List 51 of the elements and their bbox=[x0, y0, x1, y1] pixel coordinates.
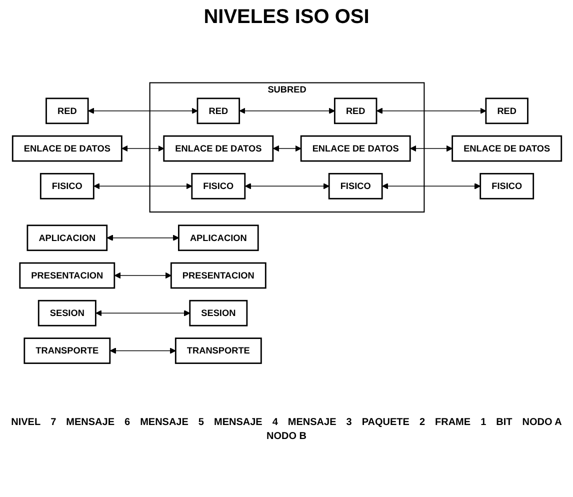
node-box: RED bbox=[484, 98, 528, 124]
node-box: APLICACION bbox=[178, 224, 258, 252]
node-box: RED bbox=[45, 98, 88, 124]
arrow bbox=[376, 108, 486, 114]
arrow bbox=[93, 183, 192, 190]
data-unit-label: MENSAJE bbox=[214, 417, 262, 428]
node-box: ENLACE DE DATOS bbox=[162, 135, 274, 162]
arrow bbox=[382, 183, 480, 190]
level-number: 5 bbox=[198, 417, 204, 428]
level-number: 2 bbox=[419, 417, 425, 428]
data-unit-label: MENSAJE bbox=[66, 417, 114, 428]
node-box: FISICO bbox=[479, 172, 534, 200]
node-box: TRANSPORTE bbox=[174, 338, 262, 364]
arrow bbox=[244, 183, 329, 190]
node-box: APLICACION bbox=[26, 224, 108, 252]
arrow bbox=[109, 348, 176, 354]
node-box: ENLACE DE DATOS bbox=[11, 135, 122, 162]
node-box: FISICO bbox=[39, 172, 94, 200]
data-unit-label: BIT bbox=[496, 417, 512, 428]
level-number: 7 bbox=[50, 417, 56, 428]
node-box: PRESENTACION bbox=[18, 262, 115, 289]
node-label: NODO B bbox=[266, 431, 306, 442]
node-box: ENLACE DE DATOS bbox=[300, 135, 410, 162]
level-heading: NIVEL bbox=[11, 417, 41, 428]
arrow bbox=[106, 234, 178, 241]
arrow bbox=[88, 108, 198, 114]
arrow bbox=[410, 145, 452, 152]
arrow bbox=[121, 145, 164, 152]
node-box: RED bbox=[196, 98, 240, 124]
node-box: TRANSPORTE bbox=[23, 338, 110, 364]
arrow bbox=[272, 145, 301, 152]
node-label: NODO A bbox=[522, 417, 562, 428]
node-box: SESION bbox=[188, 300, 248, 326]
data-unit-label: MENSAJE bbox=[140, 417, 188, 428]
level-number: 3 bbox=[346, 417, 352, 428]
node-box: ENLACE DE DATOS bbox=[451, 135, 562, 162]
node-box: PRESENTACION bbox=[170, 262, 266, 289]
data-unit-label: FRAME bbox=[435, 417, 471, 428]
data-unit-label: MENSAJE bbox=[288, 417, 336, 428]
level-number: 6 bbox=[124, 417, 130, 428]
node-box: RED bbox=[333, 98, 377, 124]
diagram-title: NIVELES ISO OSI bbox=[202, 6, 370, 29]
arrow bbox=[95, 310, 190, 316]
data-unit-label: PAQUETE bbox=[362, 417, 410, 428]
level-number: 4 bbox=[272, 417, 278, 428]
node-box: SESION bbox=[37, 300, 96, 326]
node-box: FISICO bbox=[328, 172, 382, 200]
arrow bbox=[238, 108, 334, 114]
node-box: FISICO bbox=[190, 172, 246, 200]
arrow bbox=[114, 272, 171, 279]
level-number: 1 bbox=[480, 417, 486, 428]
